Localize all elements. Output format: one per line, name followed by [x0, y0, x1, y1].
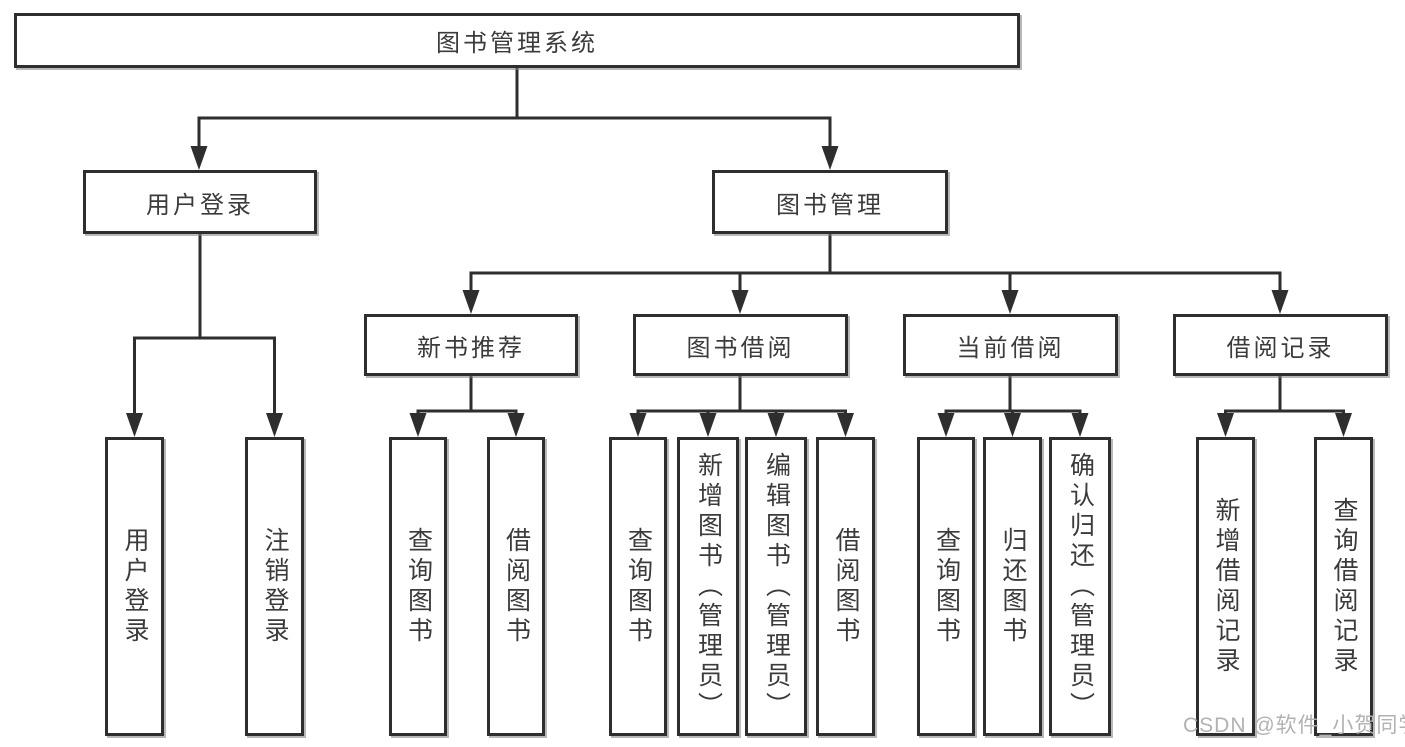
node-label: 图书借阅 — [686, 334, 795, 362]
node-label: 查询图书 — [932, 526, 961, 647]
node-label: 查询借阅记录 — [1330, 496, 1358, 677]
node-label: 查询图书 — [624, 526, 653, 647]
node-label: 借阅图书 — [502, 526, 531, 647]
leaf-query-books-borrow: 查询图书 — [609, 437, 667, 736]
node-label: 用户登录 — [146, 191, 254, 219]
node-label: 图书管理 — [776, 191, 884, 219]
leaf-confirm-return-admin: 确认归还（管理员） — [1049, 437, 1111, 736]
node-borrow-records: 借阅记录 — [1173, 314, 1388, 376]
node-label: 新增图书（管理员） — [694, 451, 723, 722]
node-label: 图书管理系统 — [436, 30, 598, 57]
node-label: 确认归还（管理员） — [1066, 451, 1095, 722]
node-book-management: 图书管理 — [712, 170, 948, 234]
node-label: 新增借阅记录 — [1212, 496, 1240, 677]
leaf-borrow-books-recommend: 借阅图书 — [487, 437, 545, 736]
leaf-query-books-current: 查询图书 — [917, 437, 975, 736]
csdn-watermark: CSDN @软件_小贺同学 — [1183, 714, 1405, 737]
leaf-add-books-admin: 新增图书（管理员） — [677, 437, 739, 736]
node-label: 当前借阅 — [956, 334, 1065, 362]
tree-edges — [133, 66, 1345, 418]
node-label: 新书推荐 — [417, 334, 525, 362]
leaf-query-borrow-record: 查询借阅记录 — [1314, 437, 1373, 736]
leaf-return-books: 归还图书 — [983, 437, 1042, 736]
leaf-edit-books-admin: 编辑图书（管理员） — [745, 437, 807, 736]
leaf-add-borrow-record: 新增借阅记录 — [1196, 437, 1255, 736]
node-book-borrow: 图书借阅 — [633, 314, 848, 376]
arrowhead-icons — [126, 146, 1352, 437]
leaf-user-login: 用户登录 — [105, 437, 164, 736]
node-current-borrow: 当前借阅 — [903, 314, 1118, 376]
node-new-book-recommend: 新书推荐 — [364, 314, 578, 376]
node-label: 借阅记录 — [1226, 334, 1335, 362]
node-label: 借阅图书 — [832, 526, 860, 647]
node-label: 用户登录 — [121, 526, 149, 647]
leaf-borrow-books: 借阅图书 — [816, 437, 875, 736]
node-user-login: 用户登录 — [83, 170, 317, 234]
node-library-system: 图书管理系统 — [14, 13, 1020, 68]
leaf-query-books-recommend: 查询图书 — [389, 437, 447, 736]
node-label: 归还图书 — [999, 526, 1027, 647]
node-label: 查询图书 — [404, 526, 433, 647]
leaf-logout: 注销登录 — [245, 437, 304, 736]
node-label: 注销登录 — [261, 526, 289, 647]
node-label: 编辑图书（管理员） — [762, 451, 791, 722]
